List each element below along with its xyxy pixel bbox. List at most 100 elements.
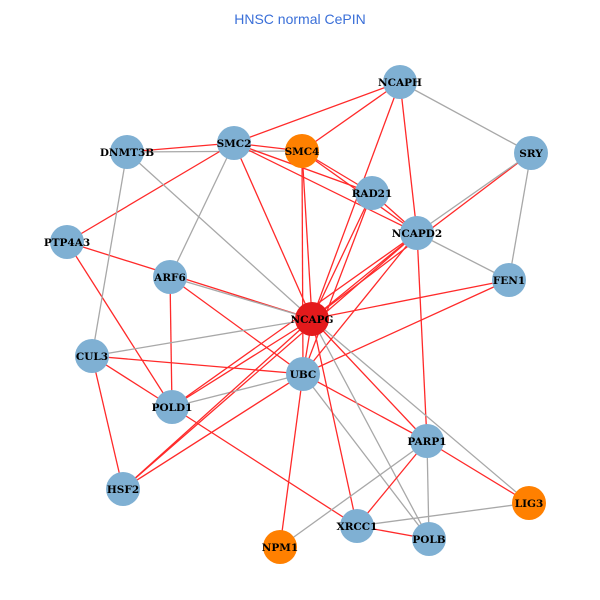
edge-ncapd2-hsf2	[122, 232, 418, 490]
node-sry[interactable]: SRY	[514, 136, 548, 170]
node-ptp4a3[interactable]: PTP4A3	[44, 225, 90, 259]
node-circle	[217, 126, 251, 160]
node-circle	[106, 472, 140, 506]
node-circle	[75, 339, 109, 373]
node-circle	[492, 263, 526, 297]
edge-ncapg-xrcc1	[311, 318, 358, 527]
node-circle	[383, 65, 417, 99]
edge-ncapg-parp1	[311, 318, 428, 442]
node-label: POLB	[412, 534, 445, 546]
node-circle	[153, 260, 187, 294]
node-label: XRCC1	[337, 521, 378, 533]
edge-fen1-ncapg	[311, 279, 510, 320]
node-polb[interactable]: POLB	[412, 522, 446, 556]
edge-cul3-ubc	[91, 355, 304, 375]
edge-arf6-ncapg	[169, 276, 313, 320]
node-ubc[interactable]: UBC	[286, 357, 320, 391]
node-smc2[interactable]: SMC2	[217, 126, 252, 160]
edge-pold1-xrcc1	[171, 406, 358, 527]
edge-parp1-npm1	[279, 440, 428, 548]
edge-cul3-hsf2	[91, 355, 124, 490]
node-arf6[interactable]: ARF6	[153, 260, 187, 294]
edge-cul3-ncapg	[91, 318, 313, 357]
node-ncapd2[interactable]: NCAPD2	[392, 216, 442, 250]
node-label: NCAPD2	[392, 228, 442, 240]
edge-dnmt3b-smc4	[126, 150, 303, 153]
node-dnmt3b[interactable]: DNMT3B	[100, 135, 154, 169]
node-circle	[355, 176, 389, 210]
node-hsf2[interactable]: HSF2	[106, 472, 140, 506]
node-label: DNMT3B	[100, 147, 154, 159]
edge-ncaph-ncapd2	[399, 81, 418, 234]
edge-hsf2-ncapg	[122, 318, 313, 490]
edge-arf6-pold1	[169, 276, 173, 408]
node-cul3[interactable]: CUL3	[75, 339, 109, 373]
edge-smc2-ncapd2	[233, 142, 418, 234]
edge-ncaph-sry	[399, 81, 532, 154]
edge-ubc-polb	[302, 373, 430, 540]
node-circle	[110, 135, 144, 169]
node-label: PARP1	[407, 436, 446, 448]
edge-rad21-ubc	[302, 192, 373, 375]
node-circle	[410, 424, 444, 458]
edge-smc4-ubc	[301, 150, 304, 375]
edge-pold1-ubc	[171, 373, 304, 408]
node-npm1[interactable]: NPM1	[262, 530, 298, 564]
edge-ncapg-polb	[311, 318, 430, 540]
node-circle	[295, 302, 329, 336]
node-label: SMC4	[285, 146, 320, 158]
edge-smc2-ncapg	[233, 142, 313, 320]
edge-ncapd2-pold1	[171, 232, 418, 408]
node-circle	[514, 136, 548, 170]
edge-ptp4a3-pold1	[66, 241, 173, 408]
node-label: HSF2	[107, 484, 139, 496]
node-xrcc1[interactable]: XRCC1	[337, 509, 378, 543]
edge-ubc-npm1	[279, 373, 304, 548]
node-label: SMC2	[217, 138, 252, 150]
node-label: NCAPG	[291, 314, 334, 326]
node-parp1[interactable]: PARP1	[407, 424, 447, 458]
node-rad21[interactable]: RAD21	[352, 176, 393, 210]
node-circle	[340, 509, 374, 543]
node-label: LIG3	[515, 498, 544, 510]
edge-smc2-arf6	[169, 142, 235, 278]
node-label: NCAPH	[378, 77, 422, 89]
edge-hsf2-ubc	[122, 373, 304, 490]
node-label: UBC	[290, 369, 317, 381]
node-smc4[interactable]: SMC4	[285, 134, 320, 168]
edge-arf6-ubc	[169, 276, 304, 375]
node-label: RAD21	[352, 188, 393, 200]
edge-fen1-ubc	[302, 279, 510, 375]
node-circle	[286, 357, 320, 391]
edge-ncapd2-ncapg	[311, 232, 418, 320]
node-label: NPM1	[262, 542, 298, 554]
edge-sry-fen1	[508, 152, 532, 281]
node-pold1[interactable]: POLD1	[152, 390, 193, 424]
node-circle	[50, 225, 84, 259]
node-label: POLD1	[152, 402, 193, 414]
edge-smc2-ptp4a3	[66, 142, 235, 243]
edge-parp1-xrcc1	[356, 440, 428, 527]
node-circle	[412, 522, 446, 556]
node-label: ARF6	[153, 272, 186, 284]
edge-ncapg-lig3	[311, 318, 530, 504]
node-fen1[interactable]: FEN1	[492, 263, 526, 297]
edge-smc4-ncapg	[301, 150, 313, 320]
edge-ncaph-ncapg	[311, 81, 401, 320]
node-ncaph[interactable]: NCAPH	[378, 65, 422, 99]
edge-smc2-dnmt3b	[126, 142, 235, 153]
edge-ncapd2-ubc	[302, 232, 418, 375]
node-circle	[285, 134, 319, 168]
edge-rad21-ncapg	[311, 192, 373, 320]
node-ncapg[interactable]: NCAPG	[291, 302, 334, 336]
edge-dnmt3b-cul3	[91, 151, 128, 357]
node-lig3[interactable]: LIG3	[512, 486, 546, 520]
edge-dnmt3b-ncapg	[126, 151, 313, 320]
edge-parp1-lig3	[426, 440, 530, 504]
node-label: FEN1	[493, 275, 525, 287]
node-label: CUL3	[76, 351, 108, 363]
edge-ncaph-smc2	[233, 81, 401, 144]
node-circle	[512, 486, 546, 520]
edges-layer	[66, 81, 532, 548]
edge-ubc-parp1	[302, 373, 428, 442]
